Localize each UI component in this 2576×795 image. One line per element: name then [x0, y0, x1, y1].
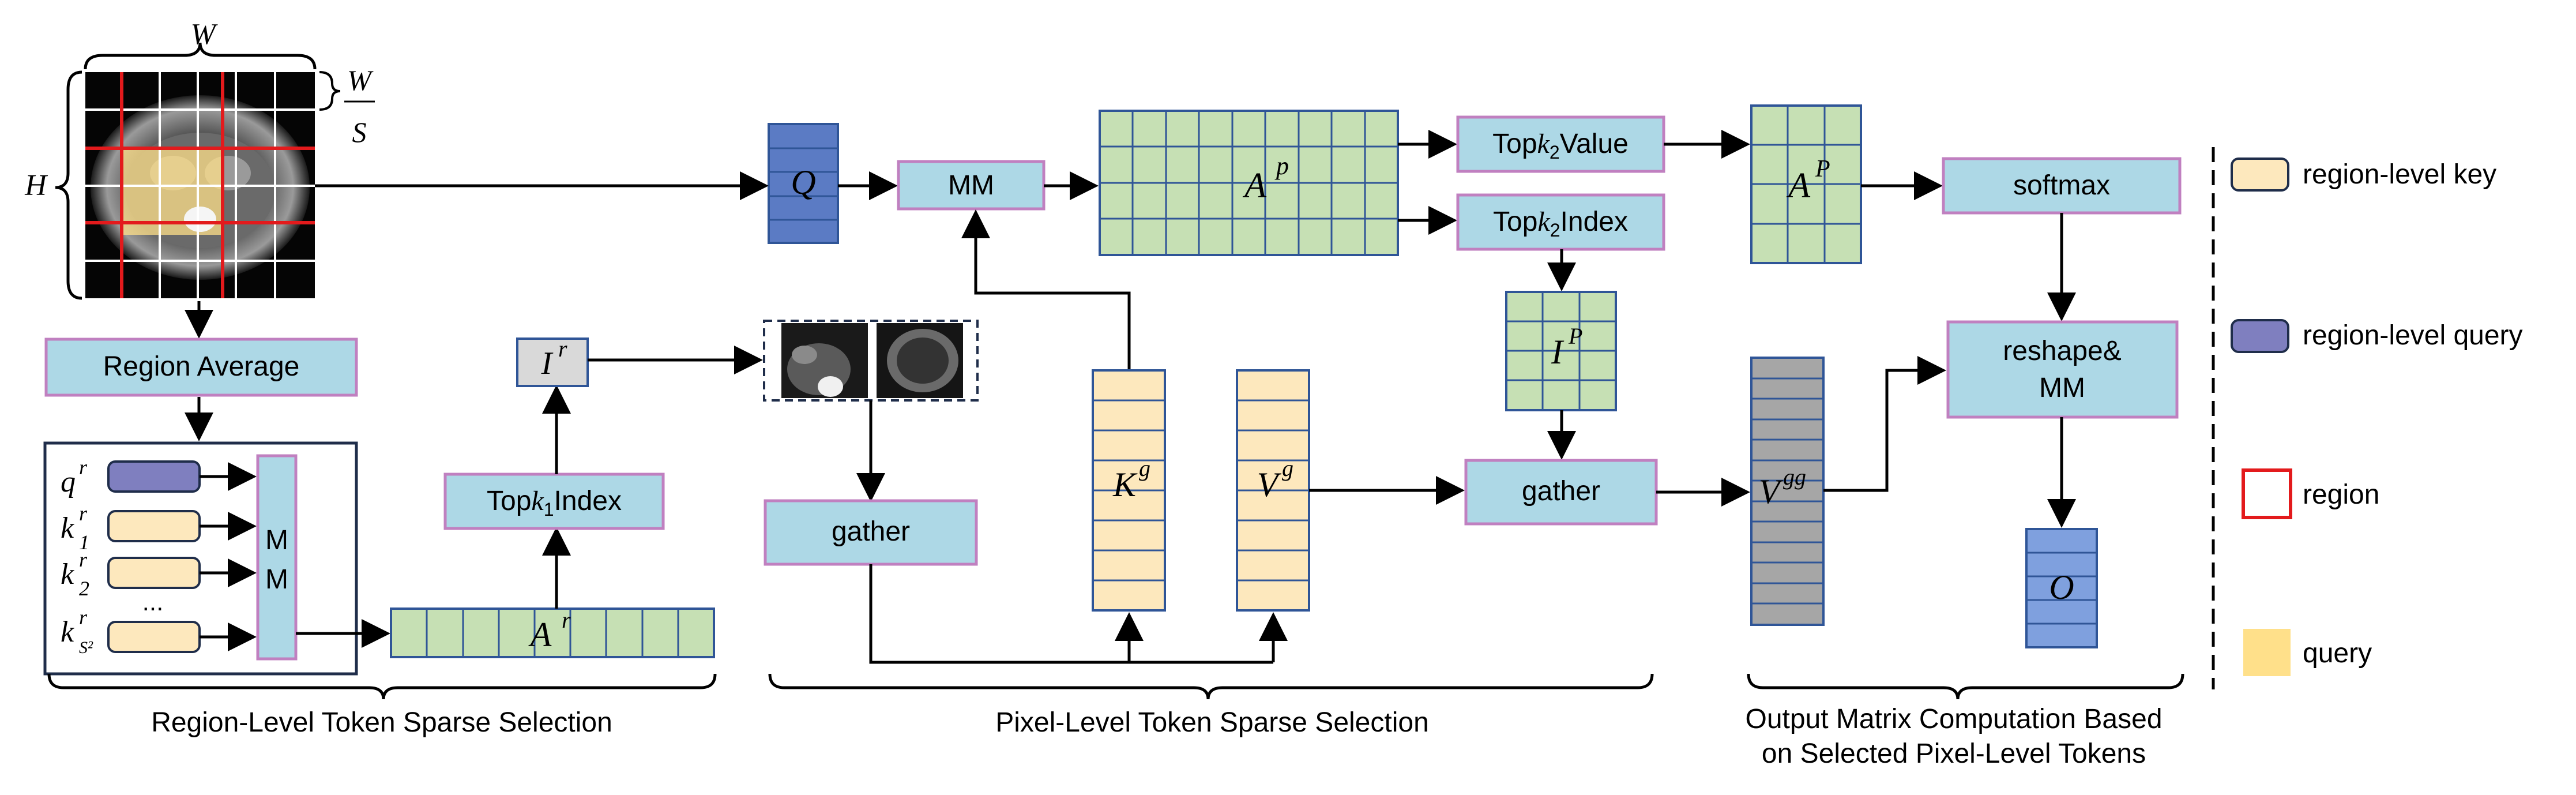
svg-text:A: A	[1786, 166, 1811, 205]
svg-text:reshape&: reshape&	[2003, 336, 2121, 366]
output-section-brace	[1747, 673, 2184, 700]
svg-text:P: P	[1815, 156, 1830, 182]
gather-right-box	[1464, 459, 1658, 526]
legend: region-level key region-level query regi…	[2212, 147, 2523, 689]
svg-text:MM: MM	[948, 170, 994, 201]
legend-label-query: query	[2303, 638, 2372, 669]
output-section: A P softmax V gg reshape& MM	[1664, 104, 2182, 648]
svg-text:1: 1	[79, 531, 89, 554]
section-labels: Region-Level Token Sparse Selection Pixe…	[47, 673, 2184, 769]
height-label: H	[24, 169, 48, 202]
o-block: O	[2025, 528, 2098, 648]
svg-text:gather: gather	[1522, 476, 1600, 507]
query-key-panel	[43, 441, 358, 676]
legend-swatch-region-level-query	[2231, 319, 2289, 353]
query-token-symbol: q	[61, 466, 76, 498]
vgg-block: V gg	[1750, 357, 1825, 626]
width-brace	[84, 42, 317, 70]
svg-text:Topk2Index: Topk2Index	[1493, 207, 1628, 241]
q-block: Q	[768, 123, 839, 244]
ir-box	[516, 337, 589, 387]
svg-text:r: r	[562, 607, 571, 633]
pixel-section-brace	[768, 673, 1654, 700]
svg-text:r: r	[79, 502, 88, 525]
topk1-index-box	[443, 472, 665, 530]
svg-text:K: K	[1112, 466, 1138, 504]
region-section-brace	[47, 673, 717, 700]
svg-text:r: r	[79, 606, 88, 629]
legend-swatch-region-level-key	[2231, 158, 2289, 192]
key-token-row-1: k r 1	[61, 502, 257, 554]
region-level-section: Region Average q r k r 1 k r 2 ... k r	[43, 301, 763, 676]
ap-matrix: A p	[1099, 110, 1399, 256]
legend-label-region-level-key: region-level key	[2303, 159, 2496, 190]
query-token-row: q r	[61, 456, 257, 498]
ar-matrix: A r	[390, 607, 715, 658]
svg-text:k: k	[61, 512, 74, 545]
svg-text:I: I	[1551, 333, 1565, 371]
svg-text:gather: gather	[832, 516, 910, 547]
svg-text:k: k	[61, 558, 74, 591]
mm-vertical-box	[256, 454, 298, 661]
legend-label-region-level-query: region-level query	[2303, 320, 2523, 351]
region-average-label: Region Average	[103, 351, 300, 382]
svg-text:Q: Q	[791, 163, 815, 201]
height-brace	[55, 70, 82, 300]
ellipsis: ...	[142, 588, 164, 616]
svg-text:gg: gg	[1783, 464, 1806, 490]
softmax-box	[1942, 157, 2182, 215]
topk2-index-box	[1456, 193, 1665, 251]
svg-text:2: 2	[79, 577, 89, 600]
legend-swatch-region	[2242, 468, 2292, 519]
svg-text:k: k	[61, 616, 74, 648]
selected-patch-1	[781, 323, 868, 398]
key-token-row-s2: k r S²	[61, 606, 257, 657]
svg-text:g: g	[1282, 455, 1293, 481]
svg-text:r: r	[558, 336, 567, 362]
region-section-label: Region-Level Token Sparse Selection	[151, 707, 612, 738]
svg-text:g: g	[1139, 455, 1150, 481]
svg-text:V: V	[1257, 466, 1282, 504]
ip-matrix: I P	[1505, 291, 1617, 411]
svg-text:A: A	[1242, 166, 1267, 205]
kg-block: K g	[1092, 369, 1166, 612]
svg-text:A: A	[528, 616, 552, 654]
selected-patch-2	[877, 323, 963, 398]
ct-image-panel: W H W S	[24, 18, 375, 300]
svg-text:r: r	[79, 456, 88, 479]
key-token-row-2: k r 2	[61, 548, 257, 600]
ap-selected-matrix: A P	[1750, 104, 1862, 264]
output-section-label-line2: on Selected Pixel-Level Tokens	[1762, 738, 2146, 769]
region-grid	[85, 72, 315, 298]
output-section-label-line1: Output Matrix Computation Based	[1745, 704, 2162, 734]
svg-text:M: M	[265, 564, 288, 595]
vg-block: V g	[1236, 369, 1310, 612]
pixel-section-label: Pixel-Level Token Sparse Selection	[995, 707, 1429, 738]
svg-text:M: M	[265, 525, 288, 556]
svg-text:softmax: softmax	[2013, 170, 2110, 201]
svg-text:P: P	[1568, 323, 1582, 349]
region-average-box	[44, 337, 358, 397]
svg-text:O: O	[2049, 568, 2074, 606]
svg-text:p: p	[1274, 152, 1289, 180]
svg-text:Topk2Value: Topk2Value	[1492, 129, 1629, 163]
svg-text:I: I	[541, 346, 554, 381]
svg-text:r: r	[79, 548, 88, 571]
legend-swatch-query	[2243, 629, 2291, 676]
legend-label-region: region	[2303, 479, 2379, 510]
svg-text:V: V	[1759, 472, 1784, 511]
region-frac-num: W	[347, 64, 374, 96]
svg-text:MM: MM	[2039, 373, 2085, 403]
pixel-level-section: gather Q MM	[315, 110, 1750, 664]
region-frac-den: S	[352, 116, 367, 148]
width-label: W	[190, 18, 218, 51]
region-brace	[319, 71, 341, 111]
topk1-index-label: Topk1Index	[487, 486, 622, 520]
svg-text:S²: S²	[79, 638, 93, 657]
